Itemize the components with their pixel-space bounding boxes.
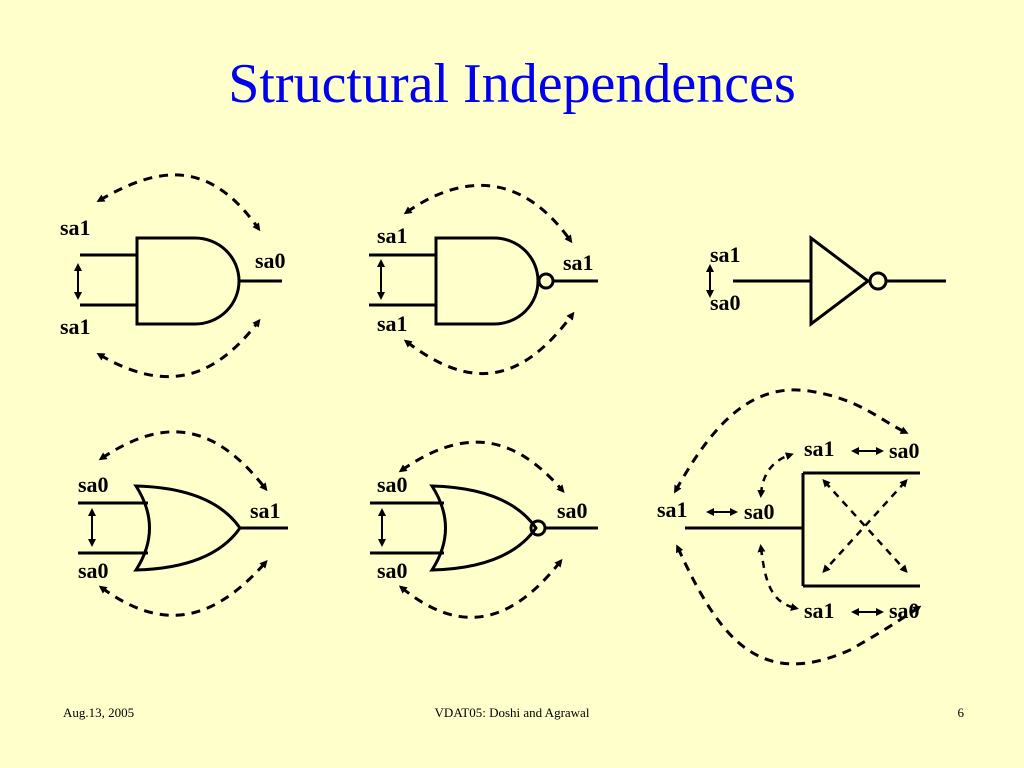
fanout-stem-sa0-label: sa0 — [744, 499, 775, 524]
nor-top-dashed-arrow — [398, 440, 565, 494]
not-input-top-label: sa1 — [710, 242, 741, 267]
or-bottom-dashed-arrow — [98, 560, 268, 617]
nor-bottom-dashed-arrow — [398, 558, 563, 619]
not-inversion-bubble — [868, 271, 888, 291]
or-gate-body — [133, 484, 242, 572]
nor-gate-body — [429, 484, 538, 572]
nand-input-top-label: sa1 — [377, 223, 408, 248]
and-output-label: sa0 — [255, 248, 286, 273]
fanout-inner-top-dashed-arrow — [757, 452, 794, 498]
or-top-dashed-arrow — [98, 430, 268, 492]
nand-output-label: sa1 — [563, 250, 594, 275]
footer-page-number: 6 — [957, 705, 965, 720]
or-output-label: sa1 — [250, 498, 281, 523]
nand-inversion-bubble — [537, 272, 555, 290]
fanout-stem-sa1-label: sa1 — [657, 497, 688, 522]
footer-center-text: VDAT05: Doshi and Agrawal — [434, 705, 590, 720]
nor-output-label: sa0 — [557, 498, 588, 523]
nor-gate — [370, 440, 598, 619]
nand-top-dashed-arrow — [403, 183, 573, 244]
or-gate — [78, 430, 288, 617]
nand-gate-body — [434, 236, 540, 326]
fanout-outer-bottom-dashed-arrow — [676, 544, 922, 666]
or-input-top-label: sa0 — [78, 472, 109, 497]
or-input-bottom-label: sa0 — [78, 558, 109, 583]
fanout-branch-bottom-sa1-label: sa1 — [804, 598, 835, 623]
nand-input-bottom-label: sa1 — [377, 311, 408, 336]
and-input-top-label: sa1 — [60, 215, 91, 240]
fanout-structure — [674, 388, 922, 666]
and-gate-body — [135, 236, 241, 326]
fanout-branch-bottom-sa0-label: sa0 — [889, 598, 920, 623]
fanout-branch-top-sa0-label: sa0 — [889, 438, 920, 463]
not-input-bottom-label: sa0 — [710, 290, 741, 315]
and-bottom-dashed-arrow — [96, 318, 261, 379]
and-top-dashed-arrow — [96, 173, 261, 232]
fanout-branch-top-sa1-label: sa1 — [804, 436, 835, 461]
fanout-cross-dashed-arrow-2 — [822, 479, 908, 573]
nor-input-top-label: sa0 — [377, 472, 408, 497]
and-input-bottom-label: sa1 — [60, 314, 91, 339]
nor-input-bottom-label: sa0 — [377, 558, 408, 583]
nor-inversion-bubble — [529, 519, 547, 537]
slide-title: Structural Independences — [228, 53, 796, 115]
not-gate — [706, 234, 946, 328]
nand-bottom-dashed-arrow — [403, 311, 575, 375]
fanout-inner-bottom-dashed-arrow — [757, 544, 799, 611]
nand-gate — [369, 183, 598, 375]
and-gate — [74, 173, 282, 379]
not-gate-body — [809, 234, 871, 328]
footer-date: Aug.13, 2005 — [63, 705, 135, 720]
fanout-outer-top-dashed-arrow — [674, 388, 909, 494]
